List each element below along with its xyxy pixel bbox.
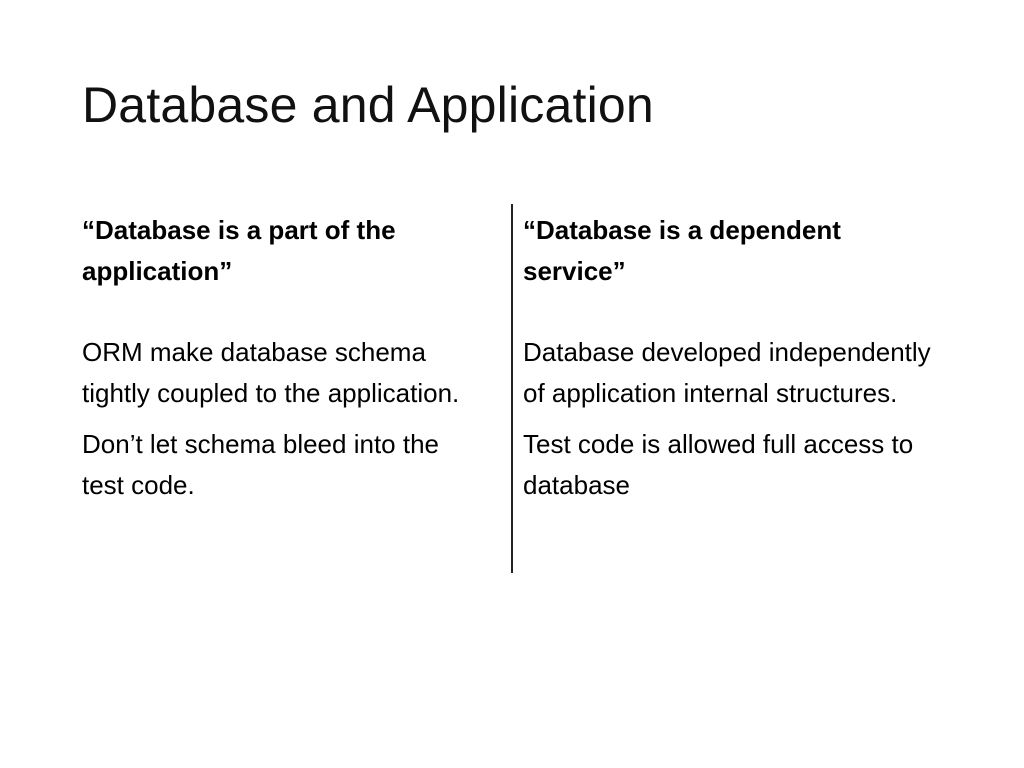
- left-column-paragraph: ORM make database schema tightly coupled…: [82, 337, 460, 408]
- column-divider: [511, 204, 513, 573]
- slide-title: Database and Application: [82, 77, 654, 133]
- right-column-paragraph: Database developed independently of appl…: [523, 337, 931, 408]
- left-column-paragraph: Don’t let schema bleed into the test cod…: [82, 429, 439, 500]
- right-column-paragraph: Test code is allowed full access to data…: [523, 429, 914, 500]
- right-column-heading: “Database is a dependent service”: [523, 215, 841, 286]
- right-column: “Database is a dependent service” Databa…: [523, 210, 943, 506]
- left-column-heading: “Database is a part of the application”: [82, 215, 396, 286]
- left-column: “Database is a part of the application” …: [82, 210, 487, 506]
